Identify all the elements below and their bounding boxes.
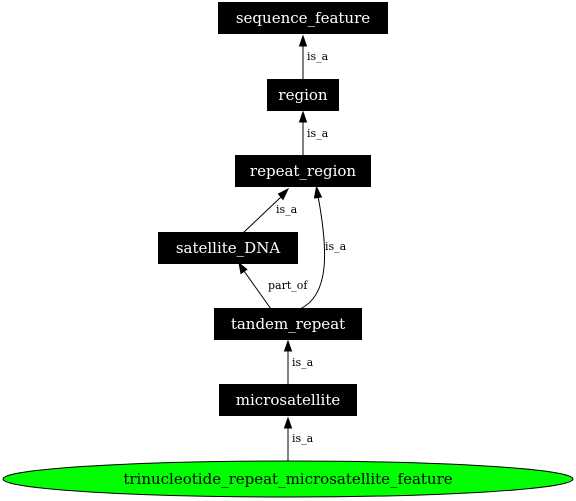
- edge-tandem-repeat-satellite-dna: [238, 261, 272, 310]
- edge-label-tandem-repeat-repeat-region: is_a: [325, 240, 347, 253]
- edge-microsatellite-tandem-repeat: [283, 339, 293, 385]
- edge-region-sequence-feature: [298, 34, 308, 80]
- node-satellite-dna[interactable]: satellite_DNA: [158, 232, 298, 264]
- edge-label-satellite-dna-repeat-region: is_a: [276, 203, 298, 216]
- edge-label-microsatellite-tandem-repeat: is_a: [292, 356, 314, 369]
- edge-tandem-repeat-repeat-region: [299, 185, 326, 310]
- edge-label-region-sequence-feature: is_a: [307, 50, 329, 63]
- node-label-region: region: [278, 86, 327, 104]
- node-label-satellite-dna: satellite_DNA: [176, 239, 280, 257]
- edge-repeat-region-region: [298, 110, 308, 155]
- node-trinucleotide-repeat-microsatellite-feature[interactable]: trinucleotide_repeat_microsatellite_feat…: [2, 460, 574, 498]
- node-label-microsatellite: microsatellite: [236, 391, 341, 409]
- node-label-trinucleotide: trinucleotide_repeat_microsatellite_feat…: [123, 470, 452, 488]
- node-repeat-region[interactable]: repeat_region: [235, 155, 371, 187]
- node-region[interactable]: region: [267, 79, 339, 111]
- edge-label-tandem-repeat-satellite-dna: part_of: [268, 279, 308, 292]
- edge-label-trinucleotide-microsatellite: is_a: [292, 432, 314, 445]
- node-label-sequence-feature: sequence_feature: [236, 9, 370, 27]
- node-label-tandem-repeat: tandem_repeat: [231, 315, 345, 333]
- edge-satellite-dna-repeat-region: [242, 187, 290, 234]
- edge-label-repeat-region-region: is_a: [307, 127, 329, 140]
- node-microsatellite[interactable]: microsatellite: [219, 384, 357, 416]
- edge-trinucleotide-microsatellite: [283, 416, 293, 462]
- node-tandem-repeat[interactable]: tandem_repeat: [214, 308, 362, 340]
- node-sequence-feature[interactable]: sequence_feature: [218, 2, 388, 34]
- node-label-repeat-region: repeat_region: [250, 162, 356, 180]
